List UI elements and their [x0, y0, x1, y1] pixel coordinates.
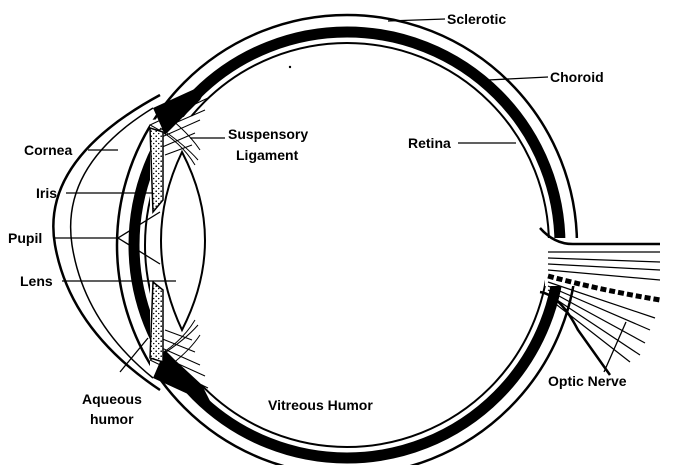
label-optic-nerve: Optic Nerve: [548, 373, 627, 389]
leader-optic: [604, 322, 626, 372]
label-pupil: Pupil: [8, 230, 42, 246]
label-choroid: Choroid: [550, 69, 604, 85]
label-lens: Lens: [20, 273, 53, 289]
speck: [289, 66, 291, 68]
label-suspensory-1: Suspensory: [228, 126, 308, 142]
label-cornea: Cornea: [24, 142, 72, 158]
label-vitreous-humor: Vitreous Humor: [268, 397, 373, 413]
labels: Sclerotic Choroid Cornea Suspensory Liga…: [8, 11, 627, 427]
label-aqueous-2: humor: [90, 411, 134, 427]
label-aqueous-1: Aqueous: [82, 391, 142, 407]
label-sclerotic: Sclerotic: [447, 11, 506, 27]
label-suspensory-2: Ligament: [236, 147, 299, 163]
label-iris: Iris: [36, 185, 57, 201]
iris-bottom: [150, 282, 163, 362]
leader-choroid: [488, 77, 548, 80]
iris-top: [150, 128, 163, 212]
cornea-inner: [71, 108, 153, 378]
label-retina: Retina: [408, 135, 451, 151]
